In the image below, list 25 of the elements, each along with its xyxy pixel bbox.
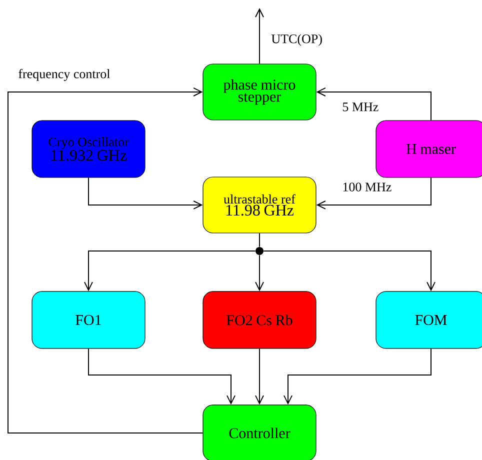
- junction-dot: [256, 247, 264, 255]
- arrow: [88, 348, 236, 405]
- arrow: [84, 250, 256, 292]
- arrow: [88, 177, 203, 210]
- process-box: FO1: [32, 291, 146, 349]
- process-box: phase micro stepper: [202, 64, 316, 120]
- arrow: [255, 348, 264, 405]
- arrow: [255, 254, 264, 292]
- process-box: Cryo Oscillator 11.932 GHz: [32, 120, 146, 178]
- arrow: [263, 250, 436, 292]
- arrow: [284, 348, 432, 405]
- edge-label: frequency control: [17, 68, 112, 82]
- process-box: H maser: [376, 120, 482, 178]
- process-box: Controller: [202, 404, 316, 460]
- process-box: ultrastable ref 11.98 GHz: [202, 176, 316, 234]
- edge-label: 5 MHz: [341, 102, 380, 112]
- arrow: [316, 177, 432, 210]
- process-box: FOM: [376, 291, 482, 349]
- edge-label: 100 MHz: [341, 182, 393, 192]
- arrow: [316, 88, 432, 121]
- arrow: [255, 8, 264, 64]
- edge-label: UTC(OP): [270, 33, 324, 47]
- process-box: FO2 Cs Rb: [202, 291, 316, 349]
- connector-line: [259, 232, 260, 248]
- arrow: [8, 88, 204, 434]
